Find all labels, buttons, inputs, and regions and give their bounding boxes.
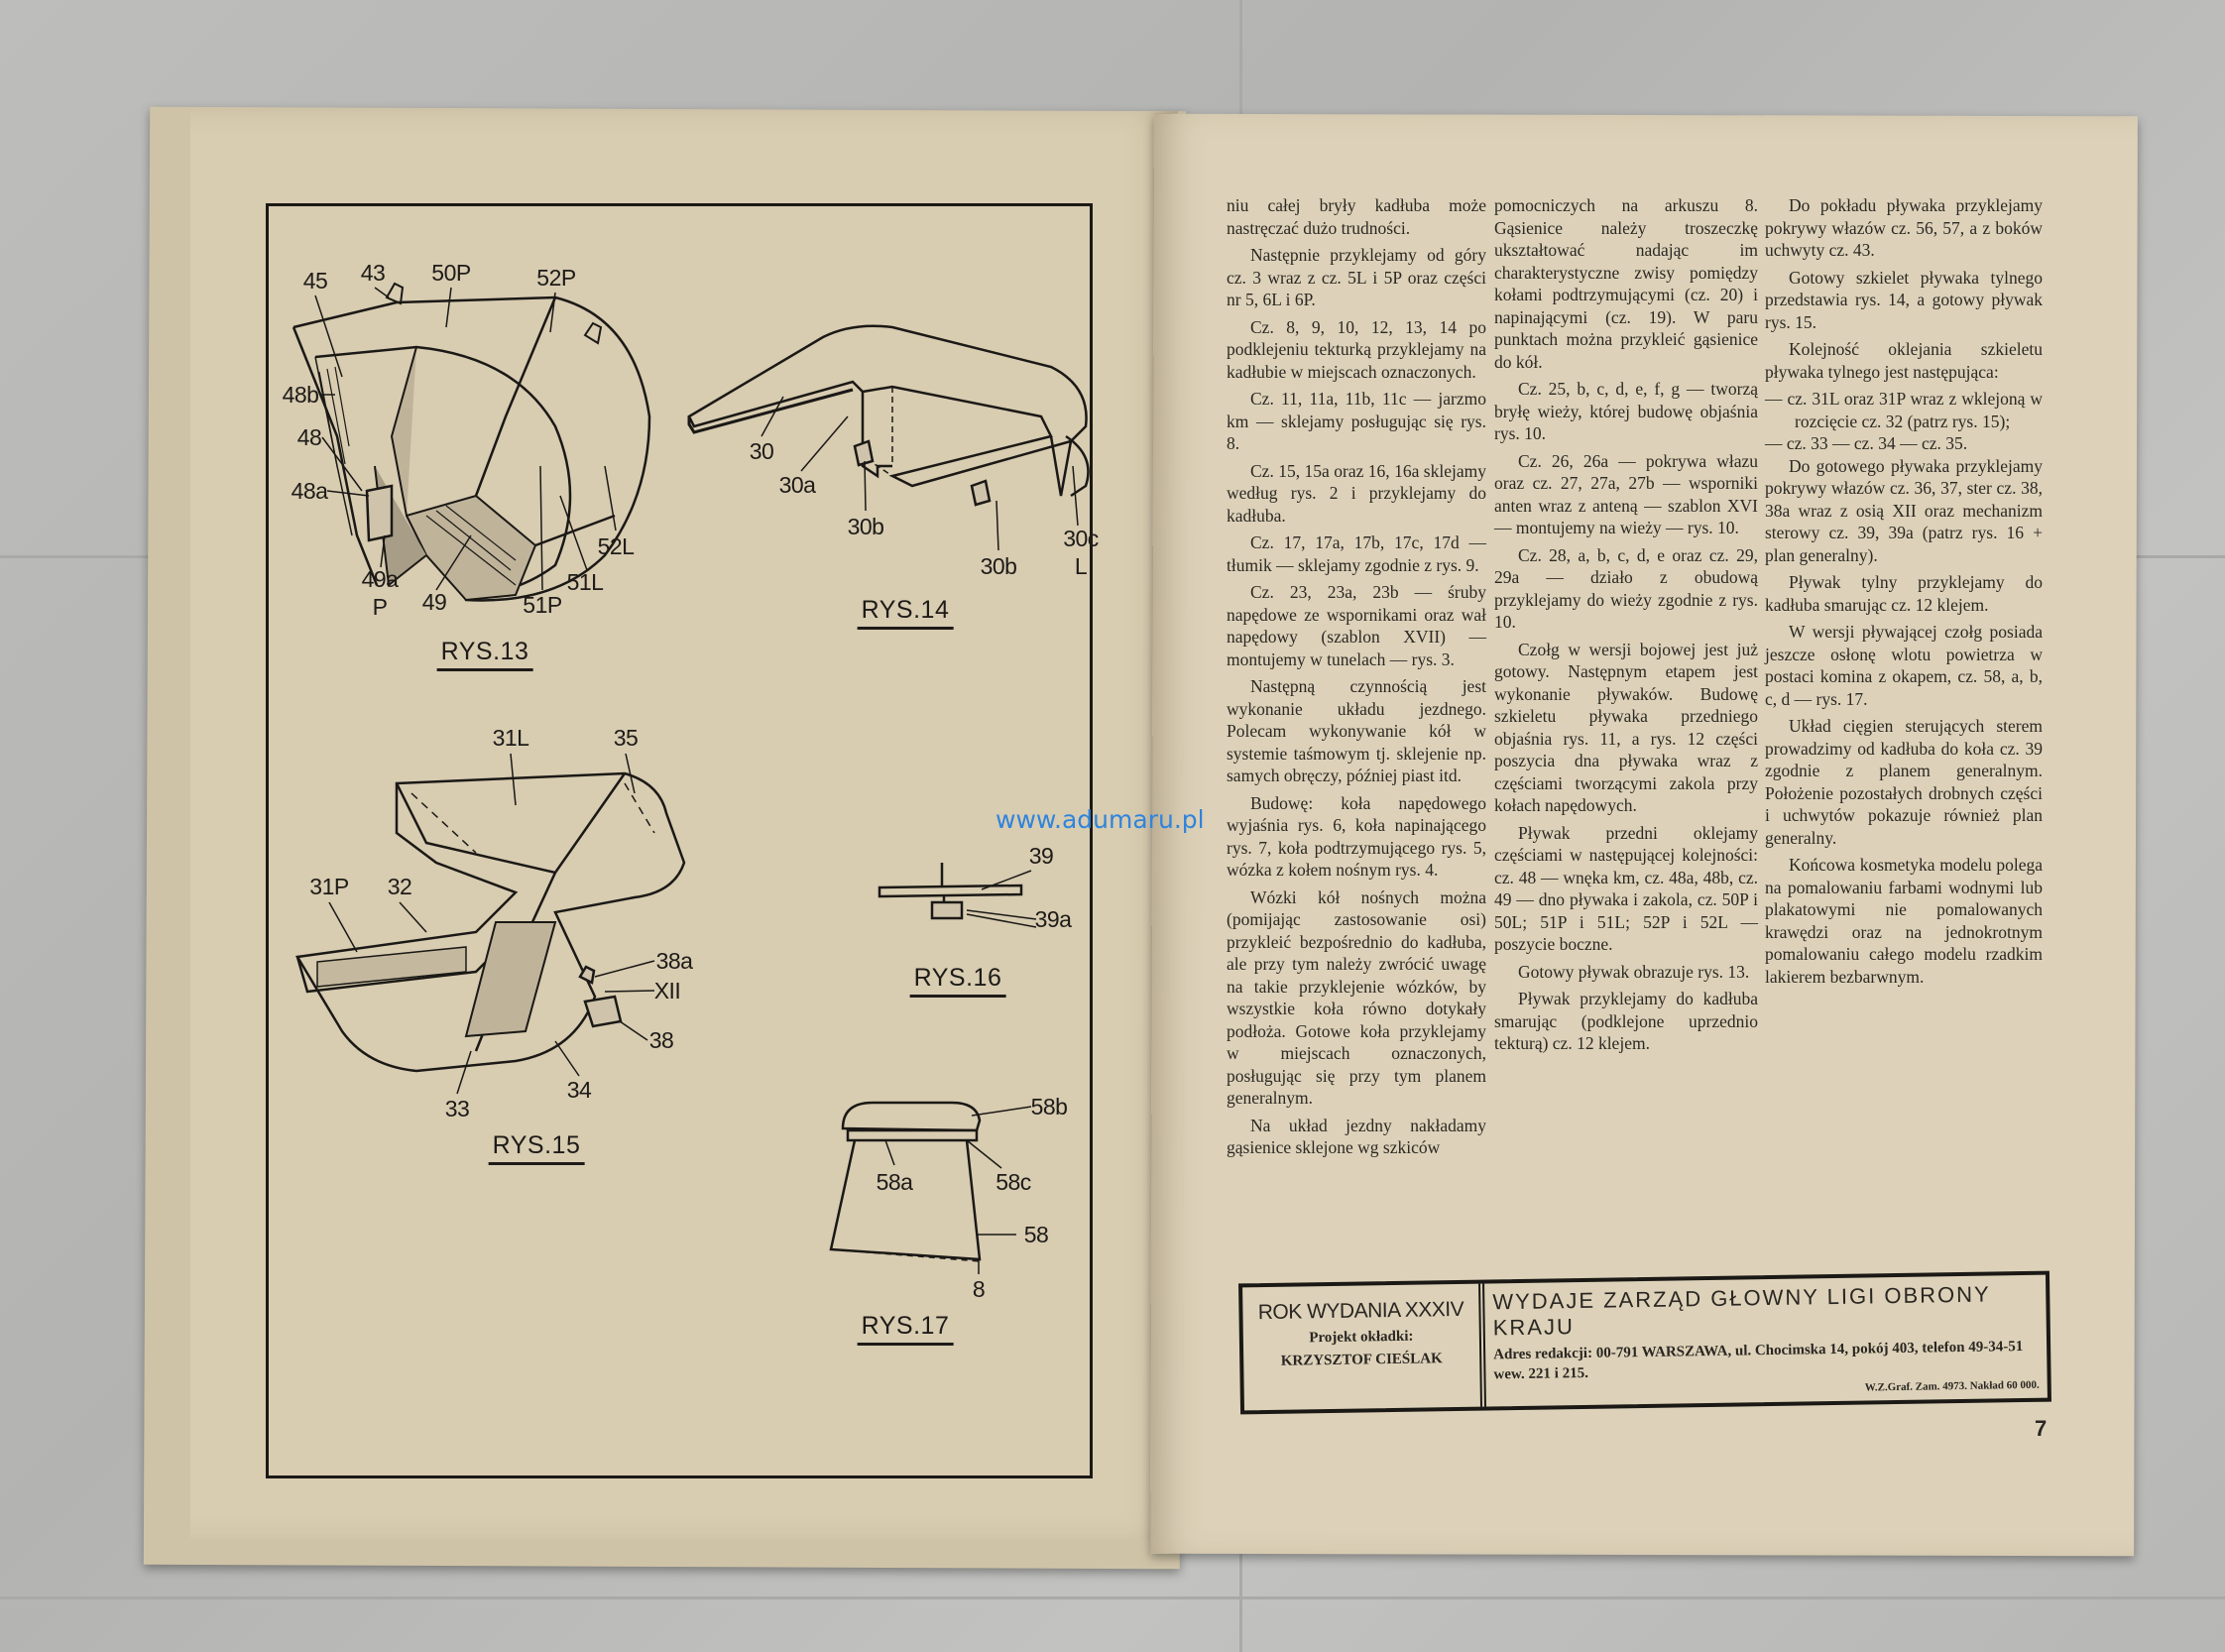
part-label: 30 xyxy=(749,438,774,464)
paragraph: Pływak przyklejamy do kadłuba smarując (… xyxy=(1494,989,1758,1053)
part-label: 58 xyxy=(1023,1222,1049,1247)
watermark-link[interactable]: www.adumaru.pl xyxy=(995,805,1205,834)
paragraph: Cz. 11, 11a, 11b, 11c — jarzmo km — skle… xyxy=(1227,389,1486,453)
paragraph: Układ cięgien sterujących sterem prowadz… xyxy=(1765,716,2043,848)
rys17-drawing xyxy=(829,1101,982,1262)
part-label: 38 xyxy=(648,1027,674,1053)
part-label: 32 xyxy=(387,874,412,899)
paragraph: Gotowy pływak obrazuje rys. 13. xyxy=(1518,961,1750,982)
figure-caption-rys14: RYS.14 xyxy=(857,596,954,630)
paragraph: Wózki kół nośnych można (pomijając zasto… xyxy=(1227,886,1486,1109)
paragraph: Na układ jezdny nakładamy gąsienice skle… xyxy=(1227,1115,1486,1158)
paragraph: Cz. 17, 17a, 17b, 17c, 17d — tłumik — sk… xyxy=(1227,532,1486,575)
colophon-box: ROK WYDANIA XXXIV Projekt okładki: KRZYS… xyxy=(1238,1270,2051,1415)
part-label: 35 xyxy=(613,725,639,751)
part-label: 51P xyxy=(523,592,562,618)
part-label: 49a xyxy=(361,566,399,592)
publisher: WYDAJE ZARZĄD GŁOWNY LIGI OBRONY KRAJU xyxy=(1492,1281,1991,1341)
part-label: 48a xyxy=(291,478,328,504)
paragraph: Pływak przedni oklejamy częściami w nast… xyxy=(1494,822,1758,955)
part-label: 45 xyxy=(302,268,328,294)
part-label: 48 xyxy=(296,424,322,450)
part-label: 31L xyxy=(492,725,529,751)
paragraph: Cz. 26, 26a — pokrywa włazu oraz cz. 27,… xyxy=(1494,450,1758,538)
paragraph: niu całej bryły kadłuba może nastręczać … xyxy=(1227,195,1486,238)
part-label: 51L xyxy=(566,569,604,595)
paragraph: Pływak tylny przyklejamy do kadłuba smar… xyxy=(1765,572,2043,615)
part-label: L xyxy=(1074,553,1088,579)
part-label: 30b xyxy=(980,553,1017,579)
part-label: 48b xyxy=(282,382,319,408)
paragraph: Cz. 28, a, b, c, d, e oraz cz. 29, 29a —… xyxy=(1494,544,1758,633)
part-label: XII xyxy=(653,978,681,1003)
colophon-publisher-cell: WYDAJE ZARZĄD GŁOWNY LIGI OBRONY KRAJU A… xyxy=(1484,1275,2048,1407)
part-label: 58a xyxy=(876,1169,913,1195)
rys16-drawing xyxy=(878,863,1023,920)
paragraph: Następną czynnością jest wykonanie układ… xyxy=(1227,676,1486,785)
editorial-address: Adres redakcji: 00-791 WARSZAWA, ul. Cho… xyxy=(1493,1339,2024,1383)
figure-caption-rys15: RYS.15 xyxy=(488,1131,585,1165)
paragraph: Gotowy szkielet pływaka tylnego przedsta… xyxy=(1765,267,2043,332)
part-label: 30a xyxy=(778,472,816,498)
part-label: 39a xyxy=(1034,906,1072,932)
rys15-drawing xyxy=(294,771,686,1073)
part-label: 30b xyxy=(847,514,884,539)
drawing-frame xyxy=(266,203,1093,1478)
part-label: 52L xyxy=(597,533,635,559)
paragraph: W wersji pływającej czołg posiada jeszcz… xyxy=(1765,622,2043,709)
cover-design-author: KRZYSZTOF CIEŚLAK xyxy=(1280,1351,1443,1369)
floor-tile-seam xyxy=(0,1596,2225,1599)
paragraph: Budowę: koła napędowego wyjaśnia rys. 6,… xyxy=(1227,792,1486,881)
cover-design-label: Projekt okładki: xyxy=(1309,1328,1414,1347)
list-item: — cz. 33 — cz. 34 — cz. 35. xyxy=(1765,433,1968,453)
edition-year: ROK WYDANIA XXXIV xyxy=(1257,1297,1464,1325)
text-column-2: pomocniczych na arkuszu 8. Gąsienice nal… xyxy=(1494,194,1758,1060)
part-label: 33 xyxy=(444,1096,470,1121)
list-item: — cz. 31L oraz 31P wraz z wklejoną w roz… xyxy=(1765,389,2043,431)
part-label: P xyxy=(372,594,388,620)
figure-caption-rys16: RYS.16 xyxy=(909,964,1006,998)
paragraph: Do pokładu pływaka przyklejamy pokrywy w… xyxy=(1765,195,2043,260)
text-column-1: niu całej bryły kadłuba może nastręczać … xyxy=(1227,194,1486,1164)
paragraph: Do gotowego pływaka przyklejamy pokrywy … xyxy=(1765,455,2043,565)
paragraph: Następnie przyklejamy od góry cz. 3 wraz… xyxy=(1227,245,1486,309)
left-page xyxy=(190,111,1178,1539)
rys13-drawing xyxy=(292,282,651,602)
figure-caption-rys13: RYS.13 xyxy=(436,638,533,671)
paragraph: Czołg w wersji bojowej jest już gotowy. … xyxy=(1494,639,1758,816)
paragraph: Cz. 25, b, c, d, e, f, g — tworzą bryłę … xyxy=(1494,379,1758,443)
part-label: 49 xyxy=(421,589,447,615)
part-label: 58b xyxy=(1030,1094,1068,1120)
figure-caption-rys17: RYS.17 xyxy=(857,1312,954,1346)
part-label: 34 xyxy=(566,1077,592,1103)
paragraph: Cz. 8, 9, 10, 12, 13, 14 po podklejeniu … xyxy=(1227,316,1486,382)
paragraph: pomocniczych na arkuszu 8. Gąsienice nal… xyxy=(1494,195,1758,372)
page-number: 7 xyxy=(2035,1416,2048,1441)
part-label: 31P xyxy=(309,874,349,899)
paragraph: Cz. 15, 15a oraz 16, 16a sklejamy według… xyxy=(1227,460,1486,526)
part-label: 50P xyxy=(431,260,471,286)
leader-lines xyxy=(314,287,1079,1274)
paragraph: Kolejność oklejania szkieletu pływaka ty… xyxy=(1765,339,2043,382)
paragraph: Końcowa kosmetyka modelu polega na pomal… xyxy=(1765,855,2043,987)
part-label: 58c xyxy=(995,1169,1031,1195)
part-label: 39 xyxy=(1028,843,1054,869)
part-label: 52P xyxy=(536,265,576,291)
part-label: 8 xyxy=(972,1276,986,1302)
rys14-drawing xyxy=(687,324,1090,507)
colophon-edition-cell: ROK WYDANIA XXXIV Projekt okładki: KRZYS… xyxy=(1242,1283,1486,1411)
paragraph: Cz. 23, 23a, 23b — śruby napędowe ze wsp… xyxy=(1227,582,1486,669)
part-label: 30c xyxy=(1063,526,1099,551)
text-column-3: Do pokładu pływaka przyklejamy pokrywy w… xyxy=(1765,194,2043,993)
part-label: 43 xyxy=(360,260,386,286)
part-label: 38a xyxy=(655,948,693,974)
